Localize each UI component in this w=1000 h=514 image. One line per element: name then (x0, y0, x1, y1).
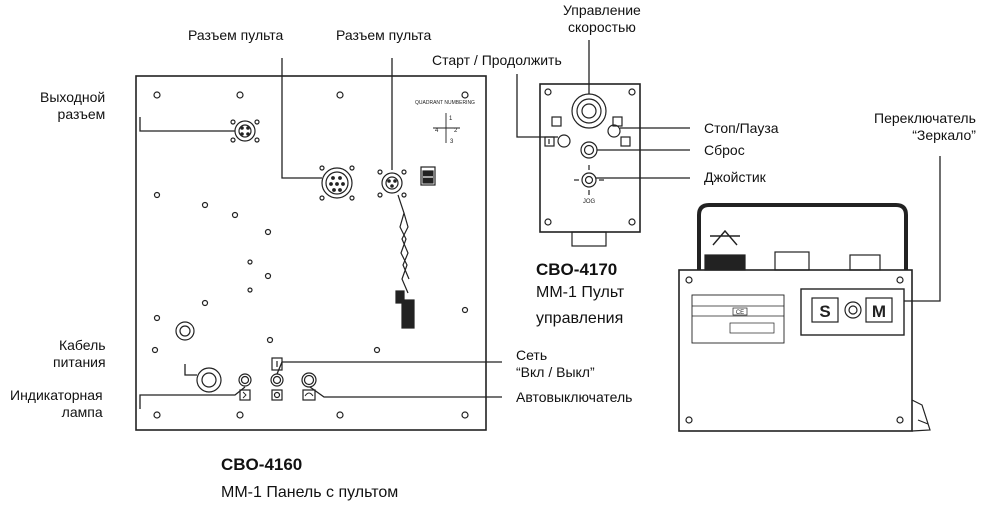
label-speed-control: Управление скоростью (563, 2, 641, 35)
jog-text: JOG (583, 199, 596, 205)
label-mirror-switch: Переключатель “Зеркало” (874, 110, 976, 143)
remote-cable-boss (571, 231, 607, 247)
svg-text:1: 1 (449, 116, 453, 122)
switch-m-label: M (872, 302, 886, 321)
label-mains-onoff: “Вкл / Выкл” (516, 364, 595, 380)
panel-description: MM-1 Панель с пультом (221, 484, 399, 501)
panel-plate (135, 75, 487, 431)
breaker-part (301, 372, 317, 401)
label-indicator-lamp: Индикаторная лампа (10, 387, 103, 420)
output-connector (230, 119, 260, 143)
panel-model: CBO-4160 (221, 455, 303, 474)
cable-gland-small (175, 321, 195, 341)
panel-toggle (420, 166, 436, 186)
svg-text:2: 2 (454, 128, 458, 134)
remote-description-1: MM-1 Пульт (536, 284, 625, 301)
quadrant-mark: QUADRANT NUMBERING 1 2 4 3 (415, 100, 475, 145)
svg-text:3: 3 (450, 139, 454, 145)
remote-description-2: управления (536, 310, 624, 327)
remote-model: CBO-4170 (536, 260, 618, 279)
remote-connector-large (319, 165, 355, 201)
label-reset: Сброс (704, 142, 745, 158)
label-joystick: Джойстик (704, 169, 766, 185)
panel-mount-holes (151, 91, 469, 419)
label-power-cable: Кабель питания (53, 337, 106, 370)
mirror-unit: CE S M (678, 203, 931, 432)
stop-button (607, 124, 631, 147)
leader-lines (139, 40, 941, 409)
label-start-continue: Старт / Продолжить (432, 52, 562, 68)
label-remote-connector-2: Разъем пульта (336, 27, 432, 43)
power-cable-gland (196, 367, 222, 393)
svg-text:4: 4 (435, 128, 439, 134)
joystick-part: JOG (574, 165, 604, 205)
remote-connector-small (377, 169, 415, 329)
label-breaker: Автовыключатель (516, 389, 633, 405)
ce-mark: CE (736, 310, 744, 316)
label-output-connector: Выходной разъем (40, 89, 106, 122)
remote-screws (544, 88, 636, 226)
indicator-lamp-part (238, 373, 252, 401)
label-stop-pause: Стоп/Пауза (704, 120, 779, 136)
label-mains: Сеть (516, 347, 548, 363)
switch-s-label: S (819, 302, 830, 321)
quadrant-text: QUADRANT NUMBERING (415, 100, 475, 106)
label-remote-connector-1: Разъем пульта (188, 27, 284, 43)
